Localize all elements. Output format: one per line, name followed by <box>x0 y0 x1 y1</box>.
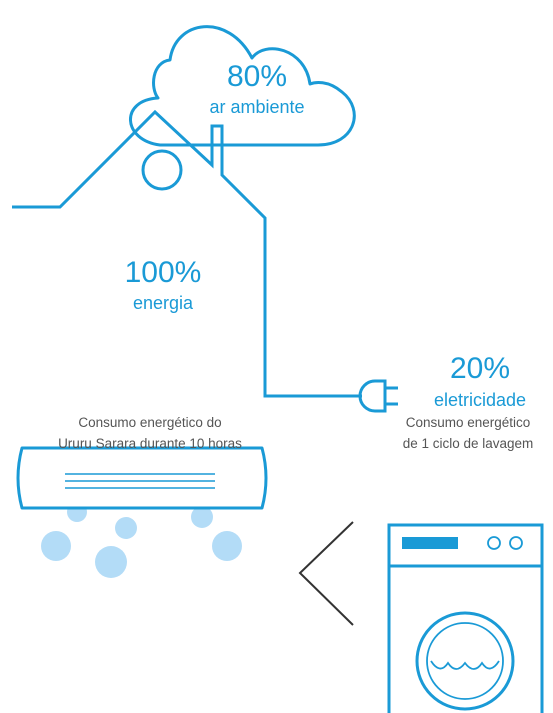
airflow-bubble <box>41 531 71 561</box>
house-icon <box>12 109 362 398</box>
airflow-bubble <box>115 517 137 539</box>
less-than-sign <box>298 521 354 626</box>
ac-consumption-caption: Consumo energético do Ururu Sarara duran… <box>30 412 270 454</box>
ac-body <box>16 446 268 510</box>
air-conditioner-icon <box>16 446 268 578</box>
airflow-bubble <box>95 546 127 578</box>
electricity-label: eletricidade <box>433 390 527 410</box>
ambient-air-percent: 80% <box>226 60 288 93</box>
electricity-percent: 20% <box>449 352 511 385</box>
washer-consumption-caption: Consumo energético de 1 ciclo de lavagem <box>383 412 553 454</box>
ambient-air-label: ar ambiente <box>209 97 305 117</box>
cloud-icon <box>129 25 356 147</box>
ac-caption-line-2: Ururu Sarara durante 10 horas <box>58 436 242 451</box>
plug-icon <box>358 379 398 413</box>
ac-caption-line-1: Consumo energético do <box>78 415 222 430</box>
airflow-bubble <box>212 531 242 561</box>
washing-machine-icon <box>387 523 544 713</box>
airflow-bubble <box>191 506 213 528</box>
washer-caption-line-1: Consumo energético <box>405 415 531 430</box>
house-window-icon <box>141 149 183 191</box>
energy-label: energia <box>132 293 194 313</box>
energy-percent: 100% <box>124 256 202 289</box>
washer-caption-line-2: de 1 ciclo de lavagem <box>402 436 534 451</box>
